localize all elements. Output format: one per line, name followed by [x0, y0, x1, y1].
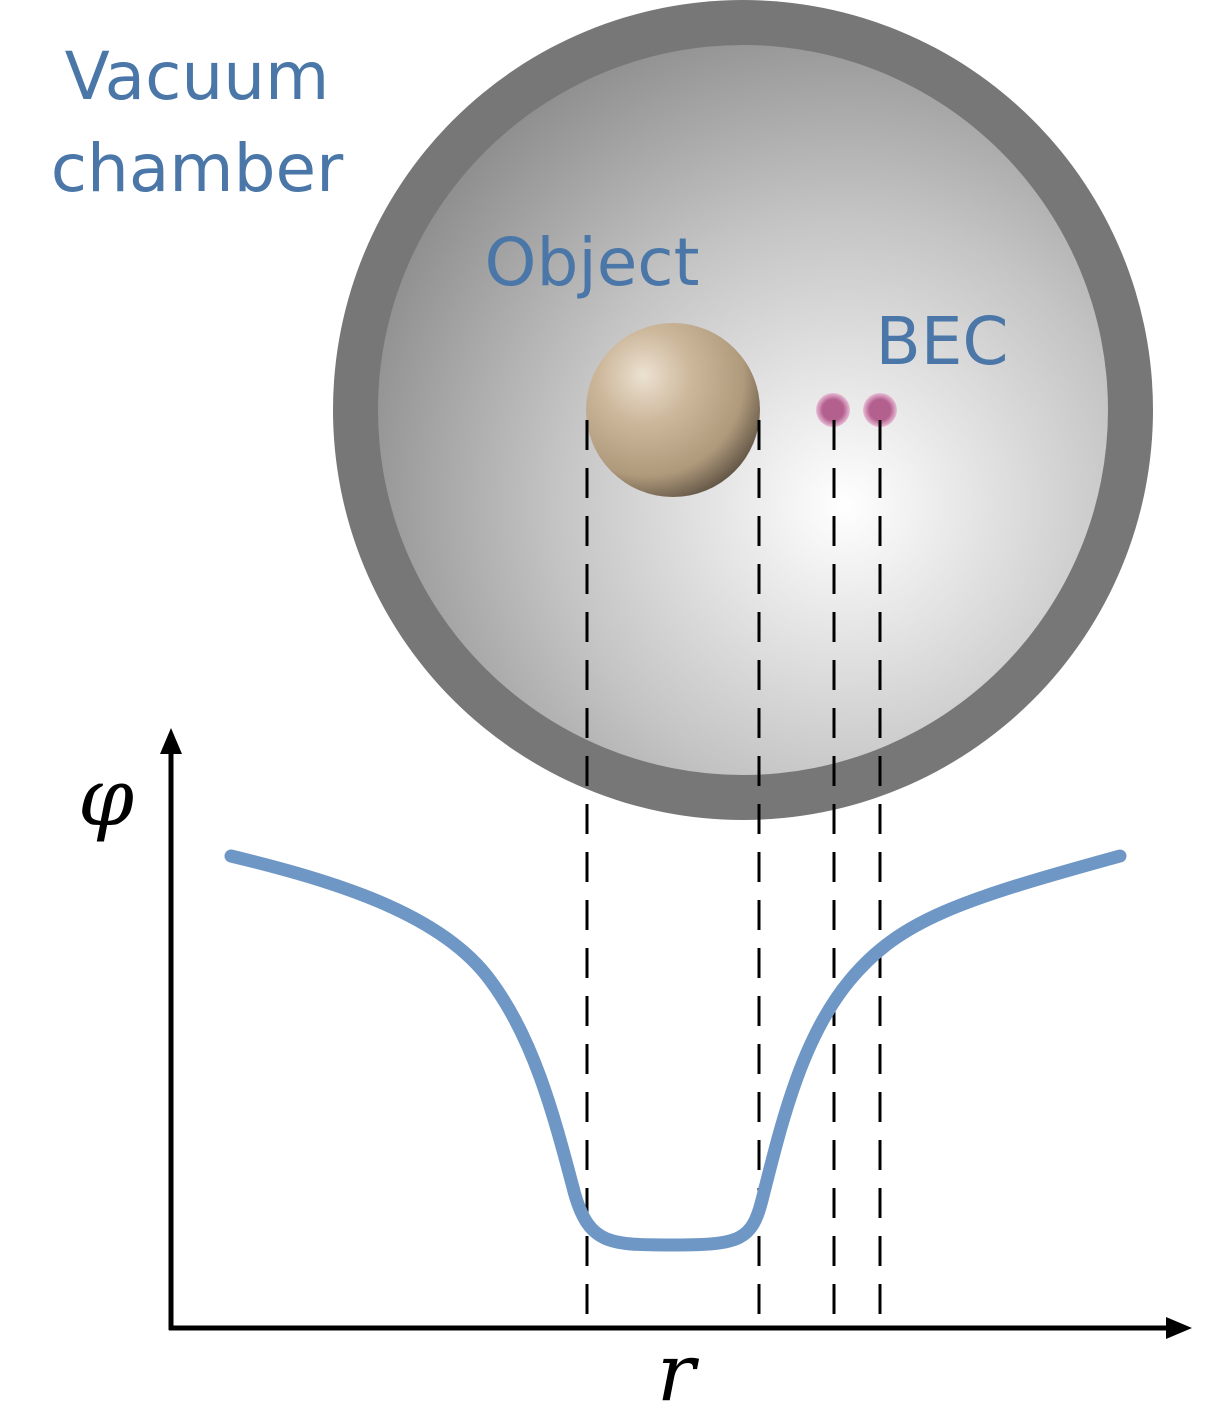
- bec-atom-2: [863, 393, 897, 427]
- y-axis-arrowhead: [160, 728, 182, 754]
- axes: [160, 728, 1192, 1339]
- potential-curve: [224, 849, 1127, 1252]
- x-axis-label: r: [657, 1326, 700, 1412]
- guide-lines: [585, 420, 882, 1328]
- object-sphere: [586, 323, 760, 497]
- y-axis-label: φ: [78, 751, 134, 844]
- object-label: Object: [485, 224, 700, 301]
- chamber-label-line1: Vacuum: [65, 38, 330, 115]
- chamber-label-line2: chamber: [51, 130, 344, 207]
- bec-label: BEC: [875, 303, 1008, 380]
- bec-atom-1: [816, 393, 850, 427]
- x-axis-arrowhead: [1166, 1317, 1192, 1339]
